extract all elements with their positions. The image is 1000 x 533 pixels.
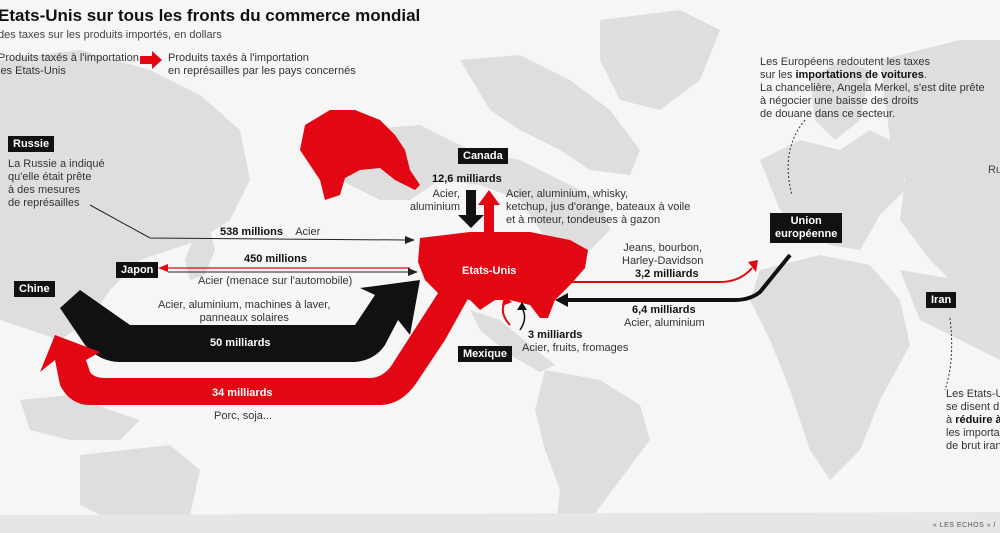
eu-retaliation-products: Jeans, bourbon, Harley-Davidson: [622, 242, 704, 267]
china-retaliation-products: Porc, soja...: [214, 410, 273, 422]
label-japan: Japon: [116, 262, 159, 278]
eu-retaliation-amount: 3,2 milliards: [635, 268, 699, 280]
china-red-arrow: [40, 290, 470, 405]
russia-note: La Russie a indiqué qu'elle était prête …: [8, 158, 105, 209]
russia-arrow-icon: [405, 236, 415, 244]
alaska-shape: [300, 110, 420, 200]
japan-red-arrowhead-icon: [158, 264, 168, 272]
china-retaliation-amount: 34 milliards: [212, 387, 273, 399]
eu-products: Acier, aluminium: [624, 317, 705, 329]
china-amount: 50 milliards: [210, 337, 271, 349]
eu-red-arrowhead-icon: [748, 260, 758, 272]
eu-note: Les Européens redoutent les taxes sur le…: [760, 56, 985, 120]
label-iran: Iran: [926, 292, 957, 308]
mexico-amount: 3 milliards: [528, 329, 583, 341]
label-china: Chine: [14, 281, 55, 297]
japan-products: Acier (menace sur l'automobile): [198, 275, 353, 287]
legend-red-text: Produits taxés à l'importation en représ…: [168, 52, 356, 77]
label-eu: Union européenne: [770, 213, 843, 243]
canada-amount: 12,6 milliards: [432, 173, 502, 185]
mexico-products: Acier, fruits, fromages: [522, 342, 629, 354]
mexico-red-arrowhead-icon: [502, 296, 512, 306]
edge-fragment-russia: Ru: [988, 164, 1000, 176]
label-usa: Etats-Unis: [462, 265, 517, 277]
page-title: Etats-Unis sur tous les fronts du commer…: [0, 6, 421, 25]
russia-flow: 538 millions Acier: [220, 226, 321, 238]
canada-retaliation-products: Acier, aluminium, whisky, ketchup, jus d…: [506, 188, 691, 226]
label-russia: Russie: [8, 136, 55, 152]
label-canada: Canada: [458, 148, 508, 164]
canada-taxed-products: Acier, aluminium: [409, 188, 460, 213]
mexico-black-arrowhead-icon: [517, 302, 527, 310]
eu-black-arrowhead-icon: [555, 293, 568, 307]
footer-credit: « LES ECHOS » /: [932, 522, 996, 529]
eu-amount: 6,4 milliards: [632, 304, 696, 316]
japan-black-arrowhead-icon: [408, 268, 418, 276]
landmasses: [0, 10, 1000, 533]
legend-red-arrow-icon: [140, 51, 162, 69]
china-black-arrow: [60, 280, 420, 362]
canada-red-arrow-icon: [478, 190, 500, 238]
label-mexico: Mexique: [458, 346, 513, 362]
canada-black-arrow-icon: [458, 190, 484, 228]
china-products: Acier, aluminium, machines à laver, pann…: [158, 299, 331, 324]
legend-black-text: Produits taxés à l'importation les Etats…: [0, 52, 139, 77]
page-subtitle: des taxes sur les produits importés, en …: [0, 29, 222, 41]
japan-amount: 450 millions: [244, 253, 307, 265]
iran-note: Les Etats-U se disent d à réduire à les …: [946, 388, 1000, 452]
